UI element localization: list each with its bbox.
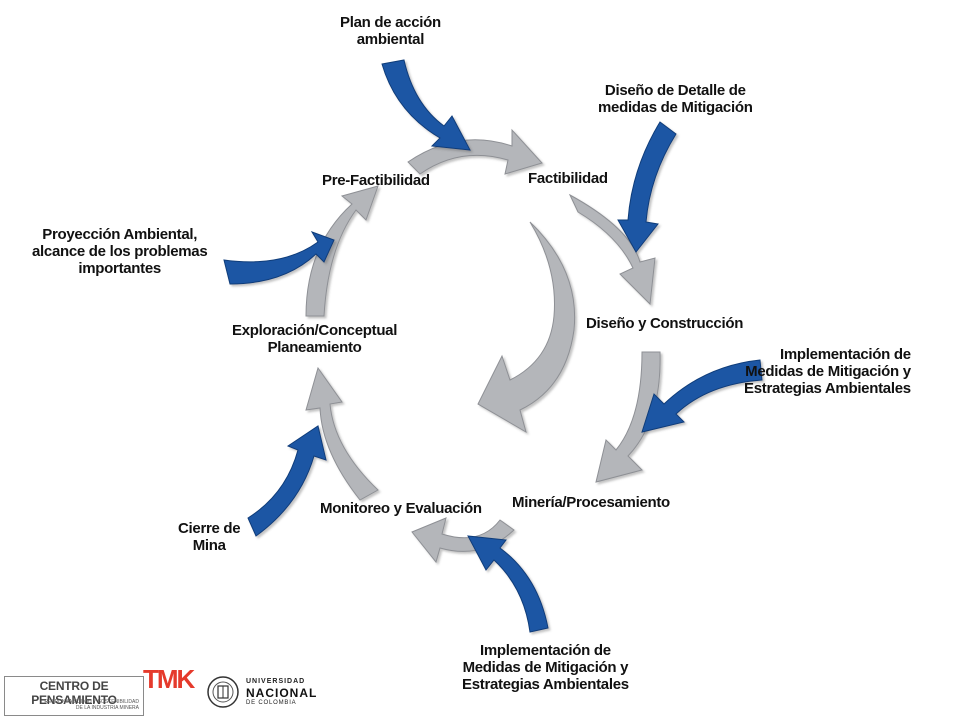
cycle-arrow-fact-to-diseno <box>568 193 656 306</box>
unal-shield-icon <box>207 676 239 708</box>
center-arrow <box>477 221 576 434</box>
input-arrow-proyeccion <box>223 231 335 285</box>
centro-pensamiento-logo: CENTRO DE PENSAMIENTO RESPONSABILIDAD Y … <box>4 676 144 716</box>
centro-subtitle-1: RESPONSABILIDAD Y SOSTENIBILIDAD <box>44 699 139 705</box>
input-arrow-implementacion-abajo <box>467 535 549 633</box>
input-arrow-cierre <box>247 425 327 537</box>
input-plan-accion: Plan de acción ambiental <box>340 14 441 48</box>
unal-sub: DE COLOMBIA <box>246 700 297 706</box>
stage-mineria-procesamiento: Minería/Procesamiento <box>512 494 670 511</box>
stage-factibilidad: Factibilidad <box>528 170 608 187</box>
input-cierre-mina: Cierre de Mina <box>178 520 241 554</box>
input-implementacion-abajo: Implementación de Medidas de Mitigación … <box>462 642 629 693</box>
input-arrow-implementacion-derecha <box>641 359 763 433</box>
unal-top: UNIVERSIDAD <box>246 678 306 685</box>
input-arrow-plan-accion <box>381 59 471 151</box>
centro-title: CENTRO DE PENSAMIENTO <box>31 679 117 707</box>
footer: CENTRO DE PENSAMIENTO RESPONSABILIDAD Y … <box>0 658 960 720</box>
input-implementacion-derecha: Implementación de Medidas de Mitigación … <box>744 346 911 397</box>
cycle-arrow-monitoreo-to-exploracion <box>305 366 379 501</box>
stage-exploracion: Exploración/Conceptual Planeamiento <box>232 322 398 356</box>
stage-pre-factibilidad: Pre-Factibilidad <box>322 172 430 189</box>
tmk-logo: TMK <box>143 664 195 694</box>
unal-name: NACIONAL <box>246 686 318 700</box>
cycle-arrow-prefact-to-fact <box>407 128 543 175</box>
cycle-arrow-exploracion-to-prefact <box>305 185 379 317</box>
input-diseno-detalle: Diseño de Detalle de medidas de Mitigaci… <box>598 82 753 116</box>
stage-monitoreo-evaluacion: Monitoreo y Evaluación <box>320 500 482 517</box>
cycle-arrow-diseno-to-mineria <box>595 351 661 483</box>
input-proyeccion: Proyección Ambiental, alcance de los pro… <box>32 226 208 277</box>
centro-subtitle-2: DE LA INDUSTRIA MINERA <box>75 705 139 711</box>
stage-diseno-construccion: Diseño y Construcción <box>586 315 744 332</box>
input-arrow-diseno-detalle <box>617 121 677 253</box>
